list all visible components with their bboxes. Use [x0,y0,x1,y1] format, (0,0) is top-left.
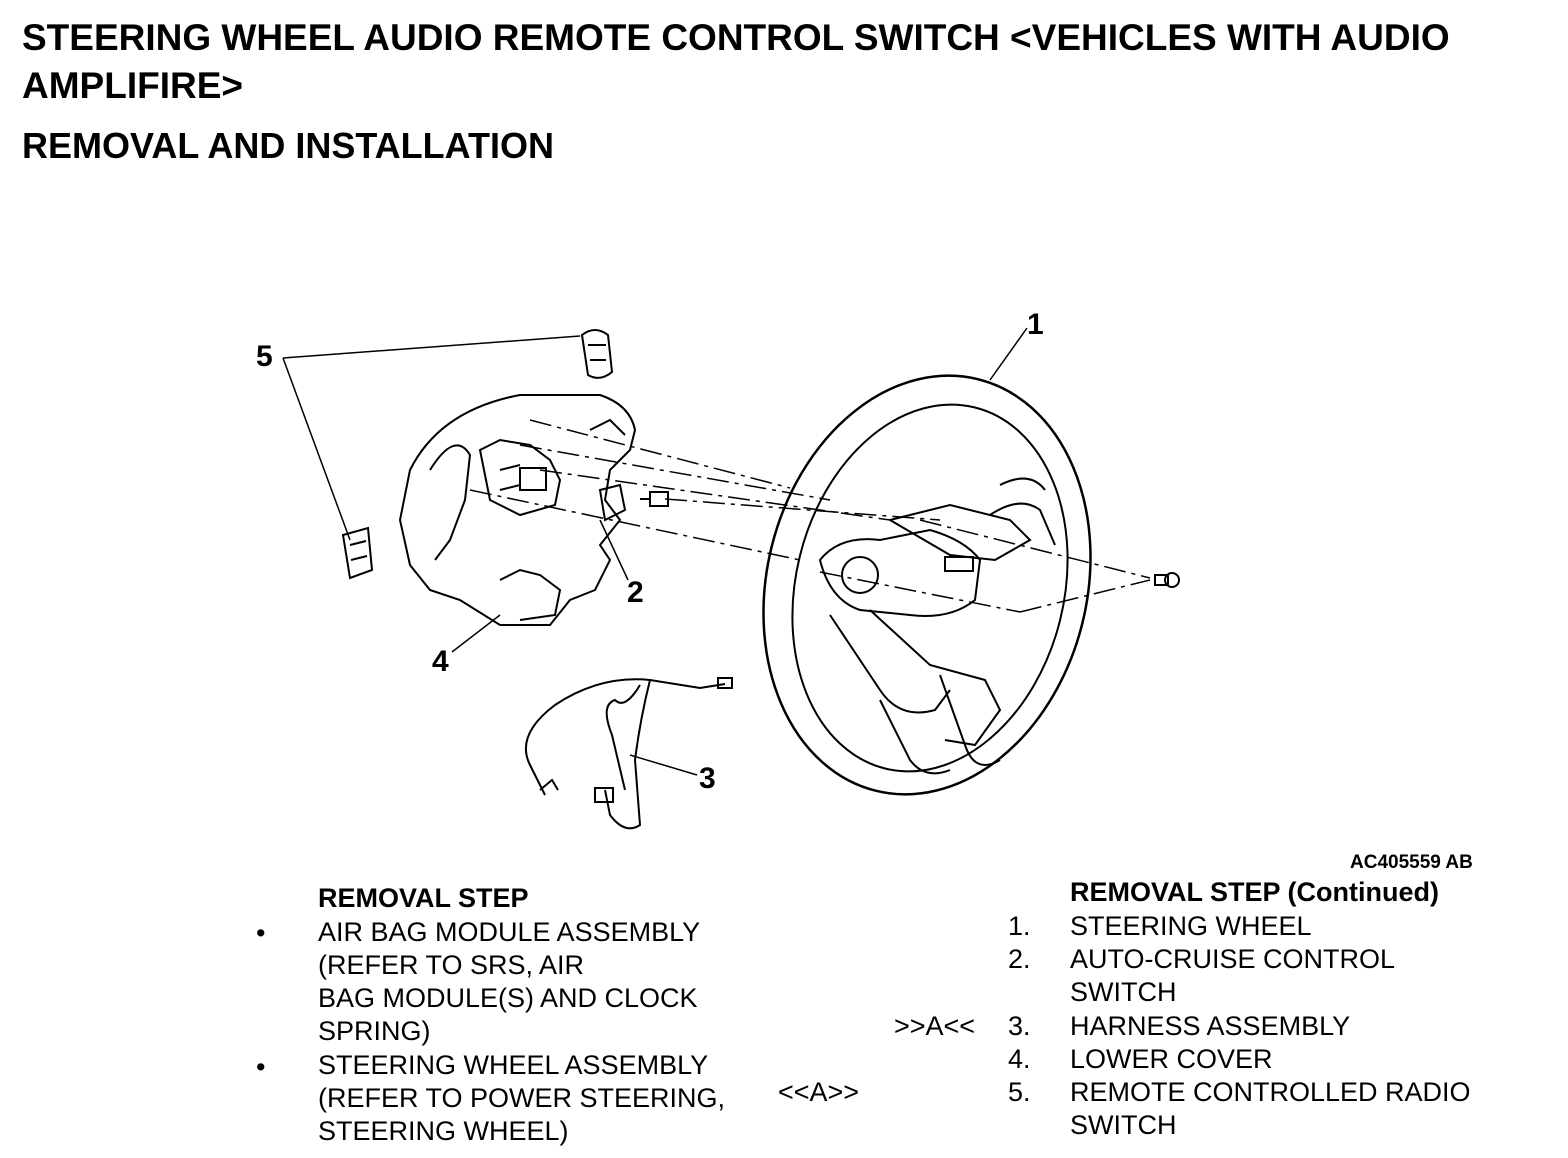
step-number-5: 5. [1008,1077,1031,1107]
left-item-2-line-1: STEERING WHEEL ASSEMBLY [318,1050,709,1080]
callout-2: 2 [627,576,644,609]
step-1-label: STEERING WHEEL [1070,911,1312,941]
remote-radio-switch-drawing [341,329,614,580]
step-5-mark: <<A>> [778,1077,860,1107]
page-title: STEERING WHEEL AUDIO REMOTE CONTROL SWIT… [22,17,1450,106]
left-item-1-line-1: AIR BAG MODULE ASSEMBLY [318,917,701,947]
step-3-mark: >>A<< [894,1011,976,1041]
lower-cover-drawing [398,394,637,626]
step-number-2: 2. [1008,944,1031,974]
step-5-label-line-2: SWITCH [1070,1110,1177,1140]
alignment-lines [469,419,1151,613]
left-item-1-line-3: BAG MODULE(S) AND CLOCK [318,983,698,1013]
step-3-label: HARNESS ASSEMBLY [1070,1011,1351,1041]
leader-lines [282,327,1028,776]
figure-code: AC405559 AB [1350,852,1473,873]
left-item-1-line-4: SPRING) [318,1016,431,1046]
step-5-label-line-1: REMOTE CONTROLLED RADIO [1070,1077,1471,1107]
step-number-4: 4. [1008,1044,1031,1074]
callout-4: 4 [432,645,449,678]
right-heading: REMOVAL STEP (Continued) [1070,877,1439,907]
harness-assembly-drawing [525,677,733,830]
page-subtitle: REMOVAL AND INSTALLATION [22,125,554,166]
callout-5: 5 [256,340,273,373]
step-number-1: 1. [1008,911,1031,941]
step-2-label-line-1: AUTO-CRUISE CONTROL [1070,944,1396,974]
bolt-drawing [1154,572,1180,588]
callout-1: 1 [1027,308,1044,341]
callout-3: 3 [699,762,716,795]
bullet-icon: • [256,1052,266,1082]
step-number-3: 3. [1008,1011,1031,1041]
left-item-1-line-2: (REFER TO SRS, AIR [318,950,585,980]
auto-cruise-switch-drawing [598,483,669,522]
bullet-icon: • [256,918,266,948]
left-item-2-line-2: (REFER TO POWER STEERING, [318,1083,726,1113]
left-item-2-line-3: STEERING WHEEL) [318,1116,569,1146]
step-4-label: LOWER COVER [1070,1044,1273,1074]
step-2-label-line-2: SWITCH [1070,977,1177,1007]
steering-wheel-drawing [762,374,1092,796]
left-heading: REMOVAL STEP [318,883,529,913]
